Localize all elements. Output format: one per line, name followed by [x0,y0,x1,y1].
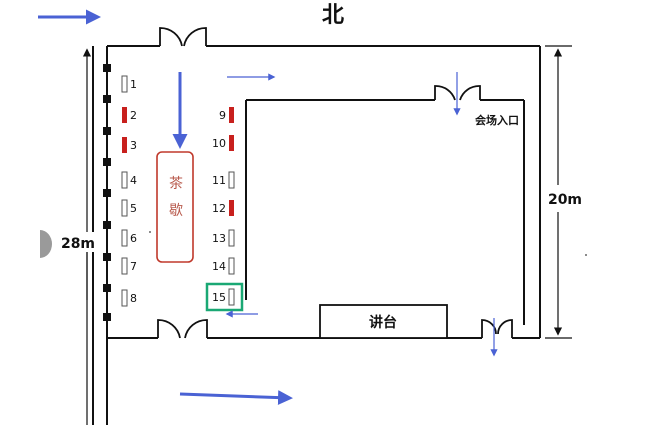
stage-box [319,304,448,339]
wall-marker [103,189,111,197]
tea-break-label-1: 茶 [169,176,183,192]
booth-9 [229,107,234,123]
inner-room-walls [245,99,525,325]
north-label: 北 [322,3,344,28]
booth-13 [228,229,235,247]
wall-markers [103,64,111,321]
dimension-height-label: 28m [61,236,95,252]
booth-number-9: 9 [219,109,226,122]
booth-14 [228,257,235,275]
booth-11 [228,171,235,189]
booth-8 [121,289,128,307]
stage-label: 讲台 [369,314,397,331]
booth-1 [121,75,128,93]
booth-number-7: 7 [130,260,137,273]
booth-number-6: 6 [130,232,137,245]
grey-semicircle [40,230,52,258]
wall-marker [103,95,111,103]
dot-mark [149,231,151,233]
booth-number-14: 14 [212,260,226,273]
booth-6 [121,229,128,247]
tea-break-area [156,151,194,263]
wall-marker [103,127,111,135]
door-bottom-right [481,319,513,338]
booth-number-10: 10 [212,137,226,150]
wall-marker [103,158,111,166]
booth-number-2: 2 [130,109,137,122]
dimension-width-line [545,45,572,339]
booth-15 [228,288,235,306]
booth-number-12: 12 [212,202,226,215]
wall-marker [103,253,111,261]
flow-arrow-bottom-right [179,390,293,406]
booth-7 [121,257,128,275]
dimension-width-label: 20m [548,192,582,208]
tea-break-label-2: 歇 [169,203,183,219]
booth-4 [121,171,128,189]
booth-number-5: 5 [130,202,137,215]
dot-mark [585,254,587,256]
booth-number-13: 13 [212,232,226,245]
booth-2 [122,107,127,123]
booth-number-11: 11 [212,174,226,187]
booth-number-8: 8 [130,292,137,305]
booth-15-highlight [205,282,244,312]
wall-marker [103,64,111,72]
door-bottom-left [157,319,208,339]
booth-number-15: 15 [212,291,226,304]
booths-left-column: 1 2 3 4 5 6 7 8 [121,75,137,307]
booth-3 [122,137,127,153]
booths-right-column: 9 10 11 12 13 14 15 [212,107,235,306]
door-venue-entrance [434,85,481,101]
door-top [159,27,207,47]
outer-walls [92,45,541,425]
booth-10 [229,135,234,151]
wall-marker [103,221,111,229]
booth-number-1: 1 [130,78,137,91]
venue-entrance-label: 会场入口 [475,113,519,127]
booth-5 [121,199,128,217]
wall-marker [103,313,111,321]
booth-12 [229,200,234,216]
wall-marker [103,284,111,292]
booth-number-4: 4 [130,174,137,187]
booth-number-3: 3 [130,139,137,152]
